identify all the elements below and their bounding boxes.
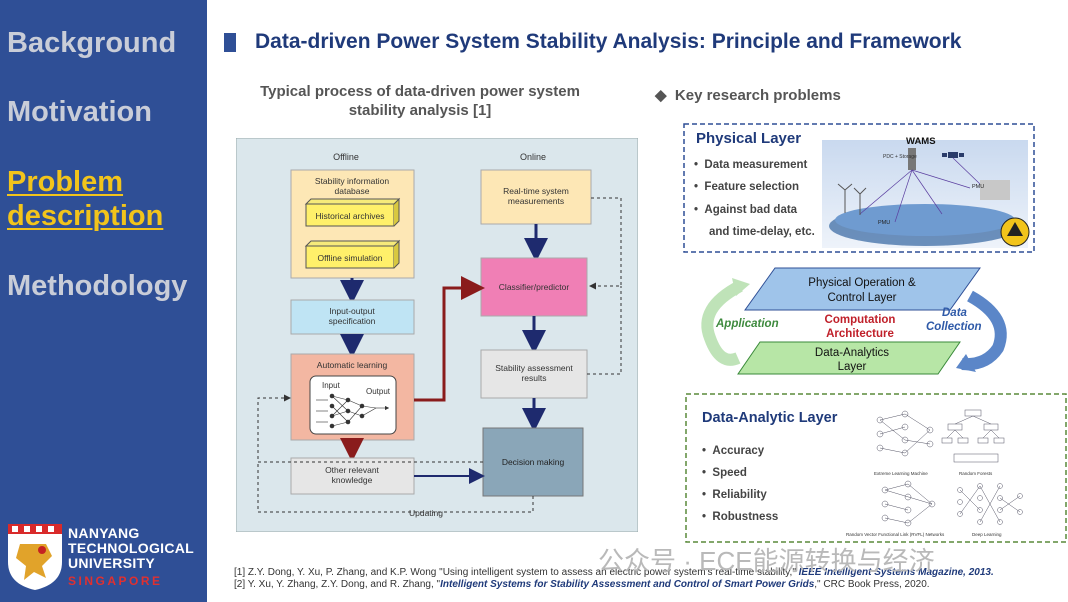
dl-caption: Deep Learning [972,532,1002,537]
nav-motivation[interactable]: Motivation [7,96,152,128]
deep-learning-icon [957,483,1023,525]
cycle-diagram: Physical Operation & Control Layer Data-… [701,267,1007,375]
reference-1: [1] Z.Y. Dong, Y. Xu, P. Zhang, and K.P.… [234,567,994,578]
physical-layer-title: Physical Layer [696,130,801,147]
rvfl-caption: Random Vector Functional Link (RVFL) Net… [846,532,945,537]
wams-label: WAMS [906,136,936,147]
watermark: 公众号 · ECE能源转换与经济 [598,546,935,576]
nav-background[interactable]: Background [7,27,177,59]
auto-learning-label: Automatic learning [317,360,388,370]
data-analytic-panel [685,393,1067,543]
input-label: Input [322,381,341,390]
rvfl-network-icon [881,480,936,527]
physical-op-layer [744,267,981,311]
ntu-logo-singapore: SINGAPORE [68,574,163,588]
references: [1] Z.Y. Dong, Y. Xu, P. Zhang, and K.P.… [234,567,994,591]
pdc-storage-icon [908,148,916,170]
stability-results-box [480,349,588,399]
satellite-icon [942,152,964,158]
io-spec-box [290,299,415,335]
elm-network-icon [876,410,934,457]
application-arrow [701,280,743,366]
key-problems-heading: ◆ Key research problems [655,87,841,104]
bullet-data-measurement: • Data measurement [694,159,807,171]
updating-label: Updating [409,508,443,518]
ntu-logo-text: NANYANG TECHNOLOGICAL UNIVERSITY [68,525,195,571]
bullet-robustness: • Robustness [702,511,778,523]
bullet-reliability: • Reliability [702,489,767,501]
bullet-accuracy: • Accuracy [702,445,765,457]
online-label: Online [520,152,546,162]
bullet-time-delay: and time-delay, etc. [709,226,815,238]
ntu-crest-icon [8,524,62,590]
data-collection-label-2: Collection [926,321,982,333]
data-collection-label-1: Data [942,307,968,319]
output-label: Output [366,387,391,396]
wams-illustration: PDC + Storage WAMS PMU PMU [822,136,1030,248]
bullet-feature-selection: • Feature selection [694,181,799,193]
page-title: Data-driven Power System Stability Analy… [255,30,962,53]
neural-net-icon [316,393,390,429]
computation-label-1: Computation [825,314,896,326]
data-analytics-layer [737,341,961,375]
data-analytic-title: Data-Analytic Layer [702,410,838,426]
wind-turbine-icon [837,183,867,215]
bullet-speed: • Speed [702,467,747,479]
pdc-label: PDC + Storage [883,154,917,160]
title-marker [224,33,236,52]
physical-op-label-1: Physical Operation & [808,277,916,289]
elm-caption: Extreme Learning Machine [874,471,928,476]
nav-methodology[interactable]: Methodology [7,270,188,302]
nav-problem-description[interactable]: Problem description [7,166,164,232]
pmu-label-2: PMU [878,220,890,226]
classifier-box [480,257,588,317]
reference-2: [2] Y. Xu, Y. Zhang, Z.Y. Dong, and R. Z… [234,579,930,590]
bullet-bad-data: • Against bad data [694,204,798,216]
random-forest-icon [941,409,1005,463]
offline-label: Offline [333,152,359,162]
classifier-label: Classifier/predictor [499,282,570,292]
flowchart-caption: Typical process of data-driven power sys… [260,83,580,119]
application-label: Application [715,318,779,330]
data-analytics-label-1: Data-Analytics [815,347,889,359]
rf-caption: Random Forests [959,471,993,476]
decision-box [482,427,584,497]
research-framework: Physical Layer • Data measurement • Feat… [683,123,1067,543]
neural-net-box [309,375,397,435]
plant-icon [980,180,1010,200]
ml-figures: Extreme Learning Machine Random Forests … [846,409,1023,537]
computation-label-2: Architecture [826,328,894,340]
data-collection-arrow [961,290,1007,371]
data-analytics-label-2: Layer [838,361,867,373]
diamond-bullet-icon: ◆ [655,87,667,104]
sidebar: Background Motivation Problem descriptio… [0,0,207,602]
pmu-label-1: PMU [972,184,984,190]
physical-op-label-2: Control Layer [827,292,896,304]
realtime-box [480,169,592,225]
decision-label: Decision making [502,457,565,467]
offline-sim-label: Offline simulation [317,253,382,263]
historical-label: Historical archives [316,211,385,221]
